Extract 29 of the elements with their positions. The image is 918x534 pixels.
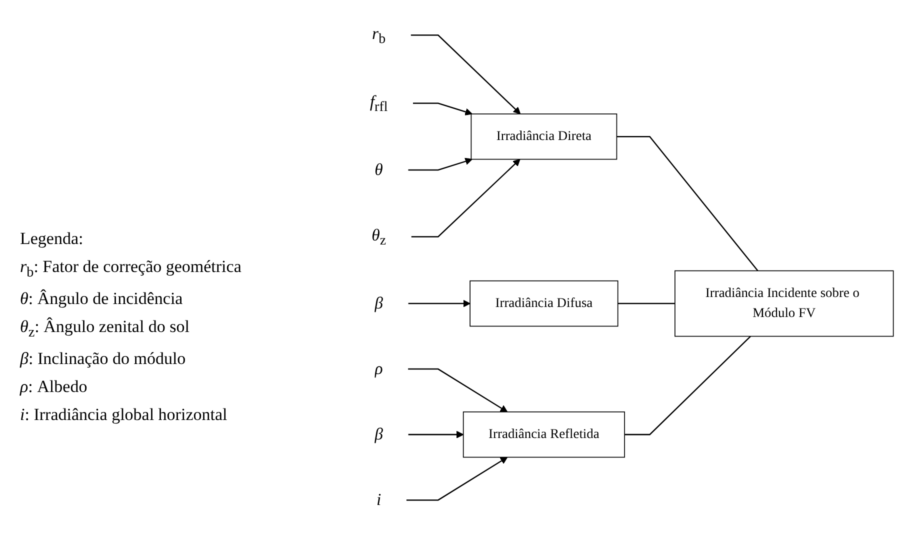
arrow	[408, 300, 470, 308]
arrow	[408, 368, 508, 412]
node-text: f$_{rfl}$	[370, 92, 388, 115]
arrow	[406, 456, 508, 501]
arrow	[408, 430, 464, 438]
arrow	[410, 34, 521, 114]
node-box: Irradiância Refletida	[462, 411, 625, 458]
arrow	[411, 158, 520, 238]
node-text: β	[374, 294, 383, 313]
legend-text: β: Inclinação do módulo	[20, 348, 187, 370]
connector	[624, 336, 751, 436]
legend-text: r$_{b}$: Fator de correção geométrica	[20, 256, 242, 283]
node-text: r$_{b}$	[372, 24, 386, 47]
node-text: i	[376, 490, 382, 510]
node-text: β	[374, 425, 383, 444]
legend-text: θ: Ângulo de incidência	[20, 288, 184, 310]
legend-text: ρ: Albedo	[20, 376, 88, 398]
node-text: θ	[374, 160, 383, 180]
node-box: Irradiância Difusa	[470, 280, 618, 327]
legend-text: i: Irradiância global horizontal	[20, 404, 228, 426]
legend-text: Legenda:	[20, 228, 84, 250]
arrow	[408, 158, 472, 171]
node-box: Irradiância Direta	[470, 114, 618, 160]
legend-text: θ$_{z}$: Ângulo zenital do sol	[20, 316, 191, 342]
arrow	[412, 102, 472, 116]
connector	[618, 302, 675, 304]
connector	[616, 136, 758, 272]
node-text: θ$_{z}$	[372, 226, 386, 248]
node-box: Irradiância Incidente sobre o Módulo FV	[674, 270, 894, 337]
